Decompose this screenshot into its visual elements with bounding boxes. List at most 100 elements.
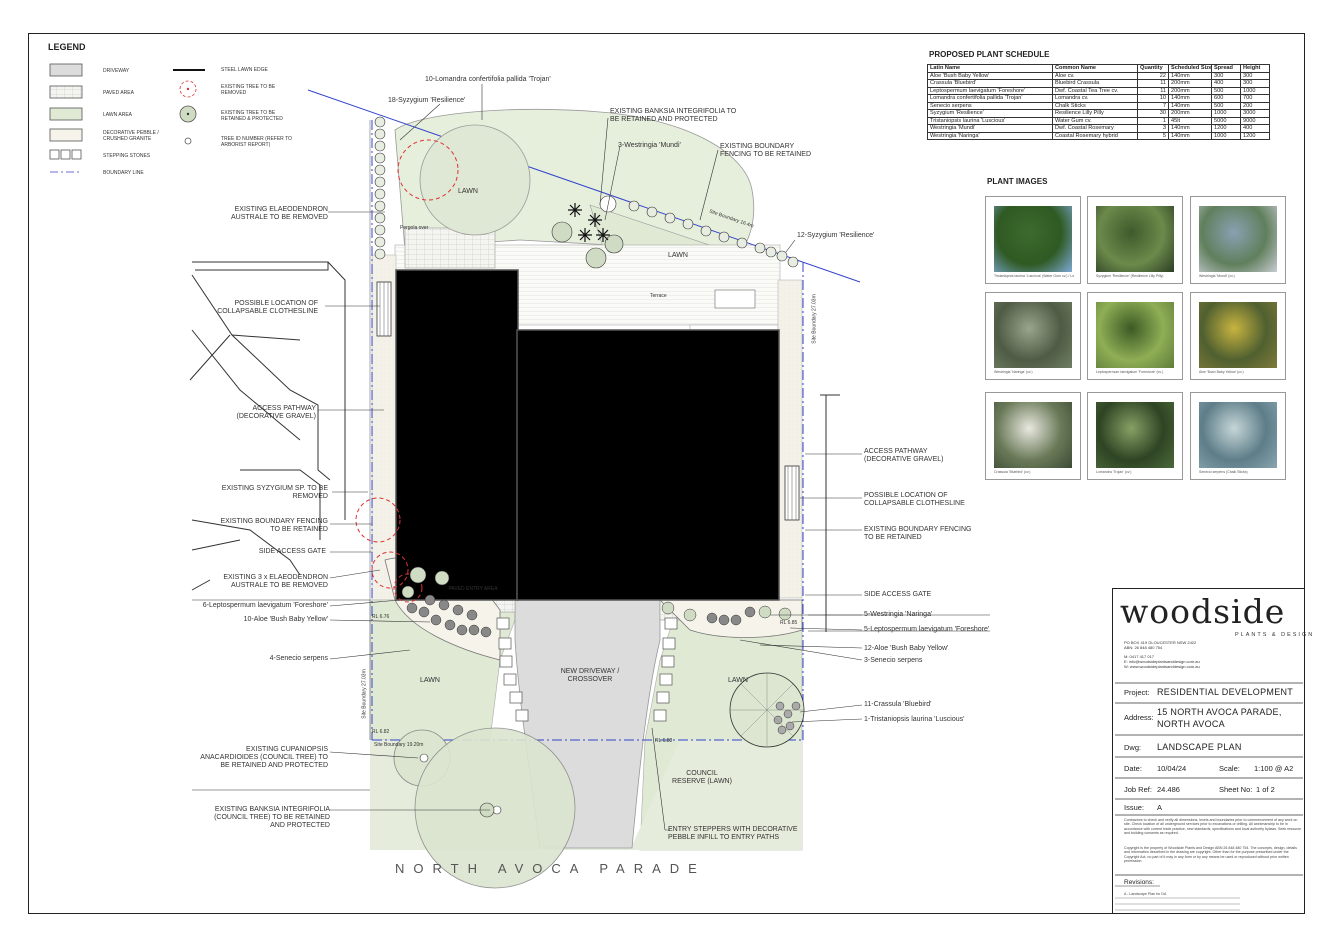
schedule-title: PROPOSED PLANT SCHEDULE: [929, 50, 1050, 59]
schedule-cell: 140mm: [1168, 124, 1212, 133]
legend-driveway: DRIVEWAY: [103, 68, 130, 74]
schedule-cell: 200mm: [1168, 109, 1212, 118]
scale-value: 1:100 @ A2: [1254, 764, 1294, 773]
legend-swatches: [49, 63, 205, 173]
schedule-cell: Syzygium 'Resilience': [927, 109, 1053, 118]
street-name: NORTH AVOCA PARADE: [395, 861, 706, 876]
note-3-elaeodendron: EXISTING 3 x ELAEODENDRON AUSTRALE TO BE…: [223, 574, 328, 589]
schedule-cell: Tristaniopsis laurina 'Luscious': [927, 116, 1053, 125]
date-label: Date:: [1124, 764, 1142, 773]
job-label: Job Ref:: [1124, 785, 1152, 794]
plant-image-caption: Aloe 'Bush Baby Yellow' (cv.): [1199, 370, 1244, 374]
schedule-cell: 200: [1240, 101, 1270, 110]
notes-copyright: Copyright is the property of Woodside Pl…: [1124, 846, 1297, 863]
schedule-cell: 9000: [1240, 116, 1270, 125]
note-leptospermum-5: 5-Leptospermum laevigatum 'Foreshore': [864, 626, 990, 633]
note-westringia-mundi: 3-Westringia 'Mundi': [618, 142, 681, 149]
sheet-label: Sheet No:: [1219, 785, 1253, 794]
schedule-cell: Bluebird Crassula: [1052, 79, 1138, 88]
note-syzygium-12: 12-Syzygium 'Resilience': [797, 232, 875, 239]
plant-image-card: Westringia 'Naringa' (cv.): [985, 292, 1081, 380]
schedule-cell: 22: [1137, 71, 1169, 80]
schedule-cell: 300: [1240, 79, 1270, 88]
plant-photo: [994, 206, 1072, 272]
boundary-label-left: Site Boundary 27.03m: [361, 669, 368, 719]
area-council-reserve: COUNCIL RESERVE (LAWN): [672, 770, 732, 785]
area-pergola: Pergola over: [400, 225, 429, 231]
schedule-cell: 600: [1211, 94, 1241, 103]
plant-photo: [1199, 206, 1277, 272]
plant-photo: [1096, 402, 1174, 468]
schedule-cell: 5000: [1211, 116, 1241, 125]
note-senecio-4: 4-Senecio serpens: [269, 655, 328, 662]
area-driveway: NEW DRIVEWAY / CROSSOVER: [560, 668, 620, 683]
note-clothesline-right: POSSIBLE LOCATION OF COLLAPSABLE CLOTHES…: [864, 492, 965, 507]
plant-image-card: Syzygium 'Resilience' (Resilience Lilly …: [1087, 196, 1183, 284]
schedule-cell: 5: [1137, 131, 1169, 140]
schedule-row: Lomandra confertifolia pallida 'Trojan'L…: [927, 94, 1270, 103]
plant-image-caption: Leptospermum laevigatum 'Foreshore' (cv.…: [1096, 370, 1164, 374]
schedule-cell: Resilience Lilly Pilly: [1052, 109, 1138, 118]
plant-images-title: PLANT IMAGES: [987, 177, 1048, 186]
schedule-cell: 140mm: [1168, 101, 1212, 110]
plant-photo: [994, 302, 1072, 368]
existing-tree-retained-top: [419, 124, 531, 236]
legend-stepping-stones: STEPPING STONES: [103, 153, 151, 159]
schedule-cell: 300: [1240, 71, 1270, 80]
schedule-cell: 7: [1137, 101, 1169, 110]
schedule-cell: Dwf. Coastal Rosemary: [1052, 124, 1138, 133]
note-senecio-3: 3-Senecio serpens: [864, 657, 923, 664]
schedule-cell: 140mm: [1168, 71, 1212, 80]
schedule-row: Tristaniopsis laurina 'Luscious'Water Gu…: [927, 116, 1270, 125]
neighbour-outline: [189, 261, 840, 632]
schedule-cell: 45lt: [1168, 116, 1212, 125]
plant-image-caption: Lomandra 'Trojan' (cv.): [1096, 470, 1132, 474]
schedule-cell: 3: [1137, 124, 1169, 133]
schedule-cell: 11: [1137, 79, 1169, 88]
note-banksia-council: EXISTING BANKSIA INTEGRIFOLIA (COUNCIL T…: [214, 806, 330, 829]
schedule-cell: 300: [1211, 71, 1241, 80]
level-1: RL 6.76: [372, 614, 390, 620]
westringia-mundi: [551, 195, 624, 269]
col-qty: Quantity: [1137, 64, 1169, 73]
schedule-row: Syzygium 'Resilience'Resilience Lilly Pi…: [927, 109, 1270, 118]
plant-schedule-table: Latin Name Common Name Quantity Schedule…: [927, 64, 1270, 140]
schedule-cell: Coastal Rosemary hybrid: [1052, 131, 1138, 140]
col-common: Common Name: [1052, 64, 1138, 73]
boundary-label-front: Site Boundary 19.20m: [374, 742, 424, 748]
schedule-cell: 1000: [1211, 109, 1241, 118]
schedule-cell: Westringia 'Naringa': [927, 131, 1053, 140]
legend-lawn: LAWN AREA: [103, 112, 132, 118]
note-fence-top: EXISTING BOUNDARY FENCING TO BE RETAINED: [720, 143, 812, 158]
boundary-label-right: Site Boundary 27.03m: [811, 294, 818, 344]
project-label: Project:: [1124, 688, 1150, 697]
schedule-cell: Lomandra confertifolia pallida 'Trojan': [927, 94, 1053, 103]
level-2: RL 6.85: [780, 620, 798, 626]
note-syzygium-18: 18-Syzygium 'Resilience': [388, 97, 466, 104]
note-tristaniopsis: 1-Tristaniopsis laurina 'Luscious': [864, 716, 965, 723]
schedule-cell: 30: [1137, 109, 1169, 118]
schedule-cell: Water Gum cv.: [1052, 116, 1138, 125]
plant-image-card: Leptospermum laevigatum 'Foreshore' (cv.…: [1087, 292, 1183, 380]
note-gate-right: SIDE ACCESS GATE: [864, 591, 932, 598]
schedule-cell: 1200: [1240, 131, 1270, 140]
schedule-cell: 140mm: [1168, 94, 1212, 103]
stepping-stones: [496, 617, 678, 722]
note-elaeodendron: EXISTING ELAEODENDRON AUSTRALE TO BE REM…: [231, 206, 328, 221]
schedule-cell: 10: [1137, 94, 1169, 103]
brand-sub: PLANTS & DESIGN: [1235, 632, 1315, 638]
job-value: 24.486: [1157, 785, 1180, 794]
col-latin: Latin Name: [927, 64, 1053, 73]
schedule-cell: Chalk Sticks: [1052, 101, 1138, 110]
plant-image-caption: Westringia 'Mundi' (cv.): [1199, 274, 1235, 278]
schedule-cell: Senecio serpens: [927, 101, 1053, 110]
plant-photo: [1096, 302, 1174, 368]
schedule-cell: 1000: [1211, 131, 1241, 140]
schedule-cell: 500: [1211, 86, 1241, 95]
legend-boundary: BOUNDARY LINE: [103, 170, 144, 176]
schedule-cell: 400: [1240, 124, 1270, 133]
